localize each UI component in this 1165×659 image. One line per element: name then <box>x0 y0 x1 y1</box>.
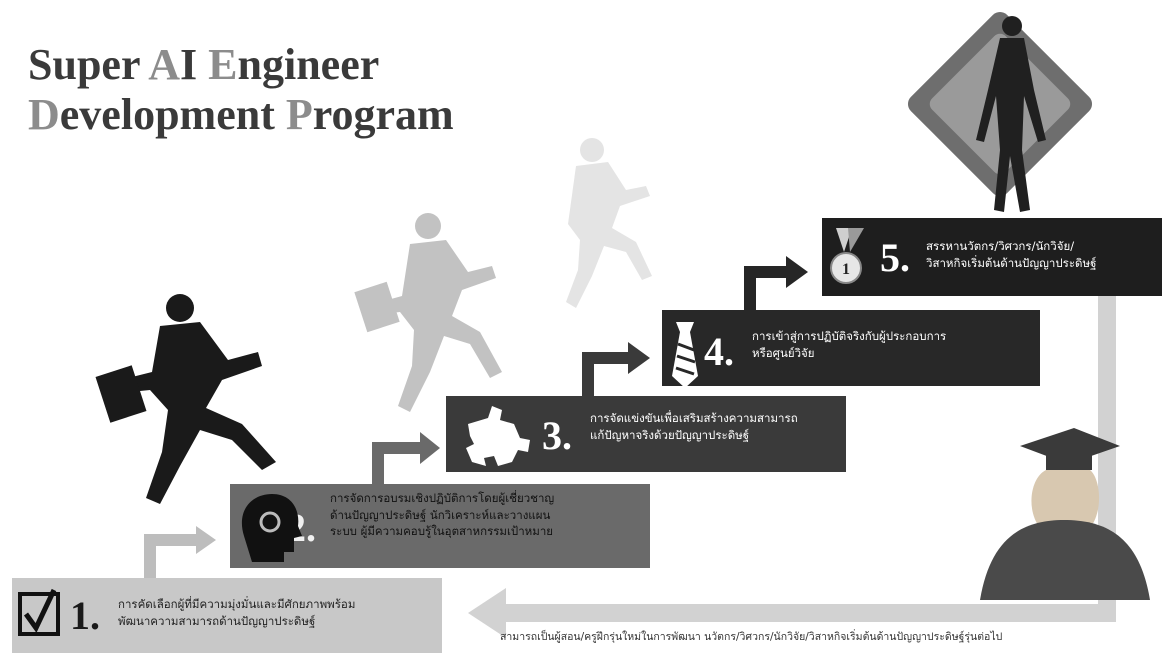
step-description: การเข้าสู่การปฏิบัติจริงกับผู้ประกอบการ … <box>752 328 946 361</box>
running-businessman-figure <box>95 294 276 504</box>
step-text-line: วิสาหกิจเริ่มต้นด้านปัญญาประดิษฐ์ <box>926 255 1097 270</box>
step-description: สรรหานวัตกร/วิศวกร/นักวิจัย/ วิสาหกิจเริ… <box>926 238 1096 271</box>
title-text: rogram <box>312 90 454 139</box>
step-number: 5. <box>880 235 910 280</box>
step-arrow <box>144 526 216 578</box>
step-text-line: แก้ปัญหาจริงด้วยปัญญาประดิษฐ์ <box>590 427 750 442</box>
graduate-figure <box>980 428 1150 600</box>
return-arrow <box>468 296 1116 638</box>
puzzle-icon <box>466 406 530 466</box>
step-text-line: การเข้าสู่การปฏิบัติจริงกับผู้ประกอบการ <box>752 329 947 343</box>
title-text: P <box>285 90 313 139</box>
step-text-line: สรรหานวัตกร/วิศวกร/นักวิจัย/ <box>926 239 1075 253</box>
medal-icon: 1 <box>830 228 864 284</box>
return-arrow-caption: สามารถเป็นผู้สอน/ครูฝึกรุ่นใหม่ในการพัฒน… <box>500 631 1003 643</box>
step-4-box: 4. การเข้าสู่การปฏิบัติจริงกับผู้ประกอบก… <box>662 310 1040 386</box>
step-description: การจัดการอบรมเชิงปฏิบัติการโดยผู้เชี่ยวช… <box>330 490 554 540</box>
step-number: 1. <box>70 593 100 638</box>
step-5-box: 5. สรรหานวัตกร/วิศวกร/นักวิจัย/ วิสาหกิจ… <box>822 218 1162 296</box>
running-businessman-figure <box>566 138 652 308</box>
step-text-line: หรือศูนย์วิจัย <box>752 345 815 360</box>
title-text: ngineer <box>237 40 380 89</box>
step-arrow <box>582 342 650 396</box>
running-businessman-figure <box>354 213 502 412</box>
diagram-title: Super AI Engineer Development Program <box>28 40 454 140</box>
step-description: การคัดเลือกผู้ที่มีความมุ่งมั่นและมีศักย… <box>118 596 355 629</box>
title-text: A <box>148 40 181 89</box>
step-text-line: ด้านปัญญาประดิษฐ์ นักวิเคราะห์และวางแผน <box>330 507 551 522</box>
title-text: evelopment <box>59 90 286 139</box>
tie-icon <box>672 322 698 388</box>
step-1-box: 1. การคัดเลือกผู้ที่มีความมุ่งมั่นและมีศ… <box>12 578 442 653</box>
step-text-line: ระบบ ผู้มีความคอบรู้ในอุตสาหกรรมเป้าหมาย <box>330 524 554 539</box>
step-number: 4. <box>704 329 734 374</box>
title-text: I <box>180 40 209 89</box>
step-text-line: การจัดการอบรมเชิงปฏิบัติการโดยผู้เชี่ยวช… <box>330 491 555 505</box>
step-text-line: การจัดแข่งขันเพื่อเสริมสร้างความสามารถ <box>590 411 798 425</box>
title-text: Super <box>28 40 149 89</box>
head-gear-icon <box>241 494 302 562</box>
step-arrow <box>372 432 440 484</box>
chip-human-figure <box>907 11 1093 212</box>
checkbox-icon <box>18 588 60 636</box>
step-number: 3. <box>542 413 572 458</box>
medal-number: 1 <box>842 261 850 278</box>
step-text-line: พัฒนาความสามารถด้านปัญญาประดิษฐ์ <box>118 613 316 628</box>
step-arrow <box>744 256 808 310</box>
title-text: E <box>208 40 238 89</box>
title-text: D <box>28 90 60 139</box>
step-description: การจัดแข่งขันเพื่อเสริมสร้างความสามารถ แ… <box>590 410 798 443</box>
step-text-line: การคัดเลือกผู้ที่มีความมุ่งมั่นและมีศักย… <box>118 597 356 611</box>
